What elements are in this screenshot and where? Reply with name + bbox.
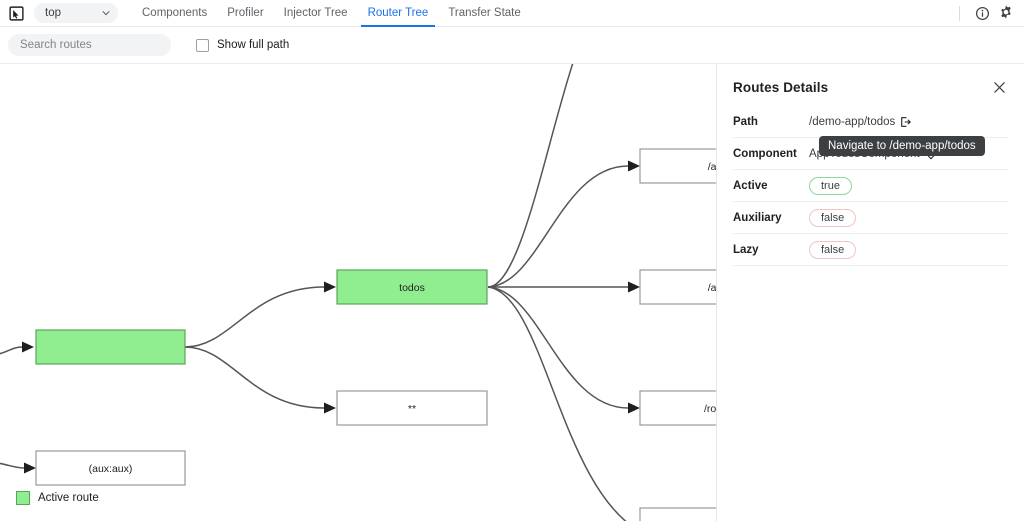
legend-active-swatch bbox=[16, 491, 30, 505]
routes-details-panel: Routes Details Path /demo-app/todos Comp… bbox=[716, 64, 1024, 521]
details-row-path: Path /demo-app/todos bbox=[733, 106, 1008, 138]
details-row-path-key: Path bbox=[733, 115, 758, 128]
edge-arrow bbox=[628, 402, 640, 414]
edge-arrow bbox=[24, 462, 36, 474]
legend-active-label: Active route bbox=[38, 492, 99, 504]
details-row-auxiliary-key: Auxiliary bbox=[733, 211, 782, 224]
route-node-aux[interactable]: (aux:aux) bbox=[35, 450, 186, 486]
inspect-element-icon bbox=[8, 5, 24, 21]
tab-injector-tree-label: Injector Tree bbox=[283, 7, 348, 19]
path-text: /demo-app/todos bbox=[809, 115, 896, 128]
edge-todos-ab1 bbox=[487, 165, 629, 288]
show-full-path-label: Show full path bbox=[217, 39, 290, 51]
info-icon bbox=[975, 6, 989, 20]
tab-components[interactable]: Components bbox=[132, 0, 217, 27]
route-node-todos-label: todos bbox=[399, 282, 425, 294]
close-icon bbox=[993, 81, 1005, 93]
tab-injector-tree[interactable]: Injector Tree bbox=[274, 0, 358, 27]
edge-todos-rou1 bbox=[487, 286, 629, 409]
details-row-lazy: Lazy false bbox=[733, 234, 1008, 266]
show-full-path-checkbox[interactable] bbox=[196, 38, 209, 52]
tab-bar: Components Profiler Injector Tree Router… bbox=[132, 0, 531, 27]
edge-arrow bbox=[628, 281, 640, 293]
tab-transfer-state-label: Transfer State bbox=[448, 7, 521, 19]
details-row-auxiliary: Auxiliary false bbox=[733, 202, 1008, 234]
frame-select[interactable]: top bbox=[34, 3, 118, 23]
edge-arrow bbox=[22, 341, 34, 353]
route-node-aux-label: (aux:aux) bbox=[89, 463, 133, 475]
search-input[interactable] bbox=[8, 34, 171, 56]
top-bar: top Components Profiler Injector Tree Ro… bbox=[0, 0, 1024, 27]
details-row-path-value[interactable]: /demo-app/todos bbox=[809, 116, 912, 128]
edge-in-aux bbox=[0, 462, 25, 469]
chevron-down-icon bbox=[102, 11, 110, 16]
tab-profiler-label: Profiler bbox=[227, 7, 264, 19]
settings-button[interactable] bbox=[995, 2, 1017, 24]
routes-details-rows: Path /demo-app/todos Component AppTodosC… bbox=[717, 106, 1024, 266]
edge-arrow bbox=[324, 281, 336, 293]
lazy-badge: false bbox=[809, 240, 857, 259]
tab-components-label: Components bbox=[142, 7, 208, 19]
tab-router-tree[interactable]: Router Tree bbox=[358, 0, 439, 27]
legend: Active route bbox=[16, 489, 103, 507]
toolbar: Show full path bbox=[0, 27, 1024, 64]
details-row-component-key: Component bbox=[733, 147, 797, 160]
toolbar-divider bbox=[959, 5, 960, 21]
edge-todos-up bbox=[487, 64, 574, 288]
edge-in-root bbox=[0, 346, 23, 355]
route-node-todos[interactable]: todos bbox=[336, 269, 488, 305]
auxiliary-badge: false bbox=[809, 208, 857, 227]
edge-arrow bbox=[324, 402, 336, 414]
tab-profiler[interactable]: Profiler bbox=[217, 0, 273, 27]
route-node-root[interactable] bbox=[35, 329, 186, 365]
route-node-wildcard-label: ** bbox=[408, 403, 416, 415]
details-row-lazy-key: Lazy bbox=[733, 243, 759, 256]
routes-details-title: Routes Details bbox=[733, 79, 829, 95]
top-bar-actions bbox=[959, 0, 1024, 27]
frame-select-value: top bbox=[45, 7, 61, 19]
details-row-active: Active true bbox=[733, 170, 1008, 202]
tab-transfer-state[interactable]: Transfer State bbox=[438, 0, 530, 27]
graph-edges bbox=[0, 64, 640, 521]
graph-nodes: todos ** (aux:aux) /ab /ab /rou bbox=[35, 148, 791, 521]
navigate-icon[interactable] bbox=[900, 116, 912, 128]
route-node-wildcard[interactable]: ** bbox=[336, 390, 488, 426]
inspect-element-button[interactable] bbox=[5, 2, 27, 24]
routes-details-header: Routes Details bbox=[717, 64, 1024, 106]
gear-icon bbox=[1001, 5, 1011, 19]
edge-todos-low bbox=[487, 286, 627, 521]
info-button[interactable] bbox=[971, 2, 993, 24]
navigate-tooltip: Navigate to /demo-app/todos bbox=[819, 136, 985, 156]
edge-root-wild bbox=[184, 346, 325, 409]
show-full-path-control[interactable]: Show full path bbox=[196, 38, 290, 52]
edge-root-todos bbox=[184, 286, 325, 348]
tab-router-tree-label: Router Tree bbox=[367, 7, 429, 19]
active-badge: true bbox=[809, 176, 852, 195]
close-button[interactable] bbox=[990, 78, 1008, 96]
edge-arrow bbox=[628, 160, 640, 172]
details-row-active-key: Active bbox=[733, 179, 768, 192]
